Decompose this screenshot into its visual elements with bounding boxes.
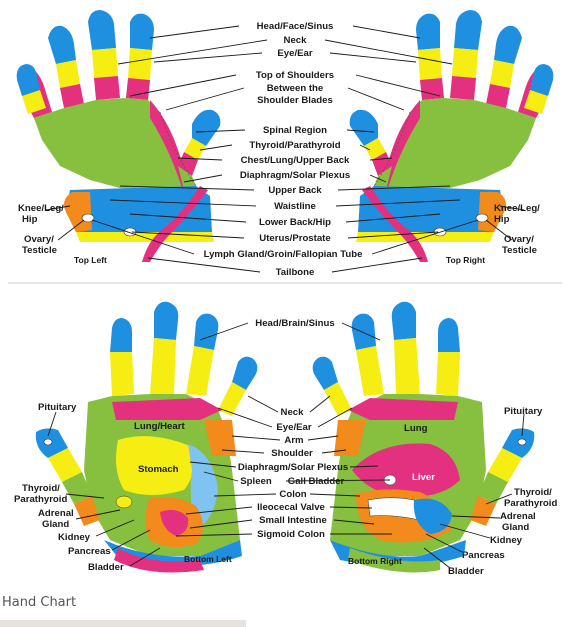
label-adrenal-left-1: Adrenal xyxy=(38,508,74,519)
label-chest-lung-upper-back: Chest/Lung/Upper Back xyxy=(241,155,350,166)
label-eye-ear-bottom: Eye/Ear xyxy=(276,422,311,433)
label-top-left: Top Left xyxy=(74,255,107,265)
label-spinal-region: Spinal Region xyxy=(263,125,327,136)
finger-pinky-top-right xyxy=(518,64,554,118)
finger-index-bottom-left xyxy=(218,356,258,416)
label-lung-heart: Lung/Heart xyxy=(134,421,185,432)
finger-pinky-top-left xyxy=(16,64,52,118)
finger-pinky-bottom-right xyxy=(436,318,460,396)
finger-ring-bottom-left xyxy=(150,301,179,394)
label-upper-back: Upper Back xyxy=(268,185,322,196)
thumb-bottom-right xyxy=(470,428,535,526)
hand-bottom-right xyxy=(312,301,535,573)
thumb-top-left xyxy=(178,109,221,176)
label-ileocecal-valve: Ileocecal Valve xyxy=(257,502,325,513)
label-bottom-right: Bottom Right xyxy=(348,556,402,566)
label-ovary-left-1: Ovary/ xyxy=(24,234,54,245)
label-stomach: Stomach xyxy=(138,464,179,475)
label-gall-bladder: Gall Bladder xyxy=(288,476,345,487)
label-arm: Arm xyxy=(284,435,303,446)
label-sigmoid-colon: Sigmoid Colon xyxy=(257,529,325,540)
label-shoulder: Shoulder xyxy=(271,448,313,459)
label-kidney-right: Kidney xyxy=(490,535,523,546)
finger-ring-top-left xyxy=(48,25,84,108)
label-kidney-left: Kidney xyxy=(58,532,91,543)
label-pituitary-left: Pituitary xyxy=(38,402,77,413)
bottom-side-labels: Pituitary Lung/Heart Stomach Thyroid/ Pa… xyxy=(14,402,557,577)
label-liver: Liver xyxy=(412,472,435,483)
bottom-center-labels: Head/Brain/Sinus Neck Eye/Ear Arm Should… xyxy=(238,318,348,540)
label-head-face-sinus: Head/Face/Sinus xyxy=(257,21,334,32)
label-shoulder-blades: Shoulder Blades xyxy=(257,95,333,106)
image-caption: Hand Chart xyxy=(2,595,77,610)
label-pancreas-left: Pancreas xyxy=(68,546,111,557)
label-lower-back-hip: Lower Back/Hip xyxy=(259,217,331,228)
bottom-leader-lines xyxy=(47,322,525,569)
finger-middle-top-right xyxy=(450,10,482,100)
finger-ring-top-right xyxy=(486,25,522,108)
label-top-of-shoulders: Top of Shoulders xyxy=(256,70,334,81)
label-diaphragm-top: Diaphragm/Solar Plexus xyxy=(240,170,350,181)
finger-ring-bottom-right xyxy=(391,301,420,394)
label-pancreas-right: Pancreas xyxy=(462,550,505,561)
label-thyroid-left-2: Parathyroid xyxy=(14,494,67,505)
finger-middle-top-left xyxy=(88,10,120,100)
label-knee-left-2: Hip xyxy=(22,214,38,225)
label-adrenal-right-2: Gland xyxy=(502,522,529,533)
hand-top-right xyxy=(349,10,554,262)
label-ovary-left-2: Testicle xyxy=(22,245,57,256)
label-pituitary-right: Pituitary xyxy=(504,406,543,417)
label-bladder-right: Bladder xyxy=(448,566,484,577)
top-side-labels: Knee/Leg/ Hip Ovary/ Testicle Top Left K… xyxy=(18,203,540,265)
label-ovary-right-1: Ovary/ xyxy=(504,234,534,245)
label-colon: Colon xyxy=(279,489,306,500)
label-eye-ear-top: Eye/Ear xyxy=(277,48,312,59)
label-knee-left-1: Knee/Leg/ xyxy=(18,203,64,214)
label-head-brain-sinus: Head/Brain/Sinus xyxy=(255,318,334,329)
label-bottom-left: Bottom Left xyxy=(184,554,232,564)
label-neck-top: Neck xyxy=(284,35,308,46)
finger-pinky-bottom-left xyxy=(110,318,134,396)
label-neck-bottom: Neck xyxy=(281,407,305,418)
label-tailbone: Tailbone xyxy=(276,267,315,278)
finger-index-bottom-right xyxy=(312,356,352,416)
label-diaphragm-bottom: Diaphragm/Solar Plexus xyxy=(238,462,348,473)
reflexology-hand-chart: Head/Face/Sinus Neck Eye/Ear Top of Shou… xyxy=(8,10,562,577)
label-knee-right-1: Knee/Leg/ xyxy=(494,203,540,214)
label-thyroid-right-1: Thyroid/ xyxy=(514,487,552,498)
hand-top-left xyxy=(16,10,221,262)
label-bladder-left: Bladder xyxy=(88,562,124,573)
label-ovary-right-2: Testicle xyxy=(502,245,537,256)
label-knee-right-2: Hip xyxy=(494,214,510,225)
finger-middle-bottom-right xyxy=(351,313,384,396)
label-adrenal-right-1: Adrenal xyxy=(500,511,536,522)
label-top-right: Top Right xyxy=(446,255,485,265)
label-between-the: Between the xyxy=(267,83,324,94)
top-leader-lines xyxy=(45,25,525,273)
label-adrenal-left-2: Gland xyxy=(42,519,69,530)
finger-index-top-left xyxy=(126,13,154,100)
label-waistline: Waistline xyxy=(274,201,316,212)
finger-middle-bottom-left xyxy=(186,313,219,396)
label-lymph-gland: Lymph Gland/Groin/Fallopian Tube xyxy=(204,249,363,260)
label-lung-right: Lung xyxy=(404,423,428,434)
finger-index-top-right xyxy=(416,13,444,100)
label-thyroid-right-2: Parathyroid xyxy=(504,498,557,509)
thumb-top-right xyxy=(349,109,392,176)
label-thyroid-left-1: Thyroid/ xyxy=(22,483,60,494)
label-small-intestine: Small Intestine xyxy=(259,515,327,526)
top-center-labels: Head/Face/Sinus Neck Eye/Ear Top of Shou… xyxy=(204,21,363,278)
caption-underline-bar xyxy=(0,620,246,627)
hand-bottom-left xyxy=(35,301,258,573)
label-uterus-prostate: Uterus/Prostate xyxy=(259,233,330,244)
label-thyroid-parathyroid-top: Thyroid/Parathyroid xyxy=(249,140,340,151)
label-spleen: Spleen xyxy=(240,476,272,487)
